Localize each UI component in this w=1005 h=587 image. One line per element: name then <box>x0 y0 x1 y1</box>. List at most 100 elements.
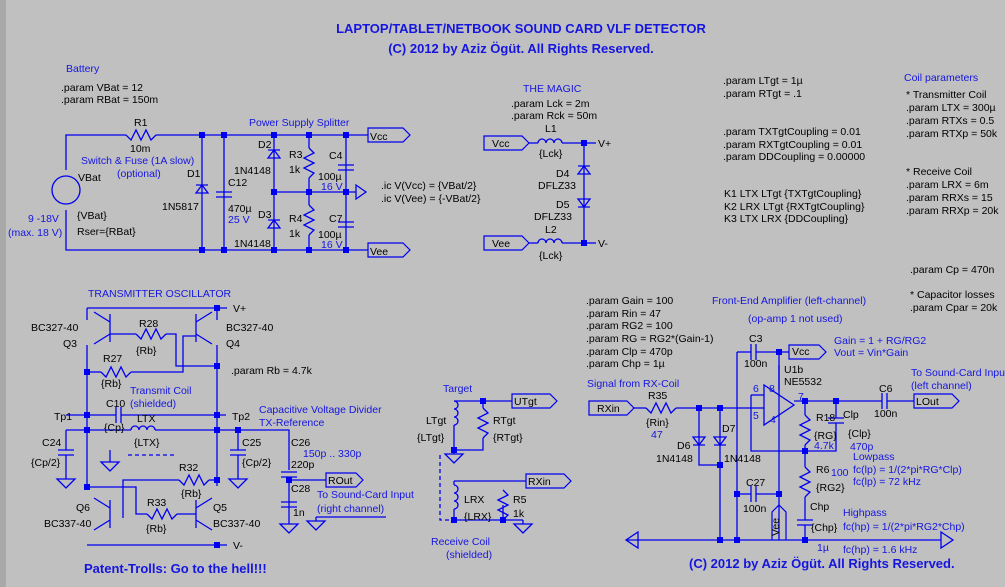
label: C28 <box>291 483 310 495</box>
note: Signal from RX-Coil <box>587 378 679 390</box>
net-flag-icon <box>367 242 411 258</box>
label: RTgt <box>493 415 516 427</box>
wire <box>65 210 368 251</box>
wire <box>155 429 290 470</box>
ground-icon <box>443 450 465 464</box>
value: 1N4148 <box>234 165 271 177</box>
net-flag-icon <box>788 344 827 360</box>
copyright-top: (C) 2012 by Aziz Ögüt. All Rights Reserv… <box>388 41 654 56</box>
ground-icon <box>55 475 77 489</box>
schematic-title: LAPTOP/TABLET/NETBOOK SOUND CARD VLF DET… <box>336 21 706 36</box>
value: {Lck} <box>539 250 563 262</box>
note: (shielded) <box>446 549 492 561</box>
value: 470p <box>850 441 874 453</box>
net-flag-icon <box>771 504 787 540</box>
label: C24 <box>42 437 61 449</box>
wire <box>562 142 585 244</box>
label: Chp <box>810 501 829 513</box>
label: LTgt <box>426 415 446 427</box>
junction-dot <box>717 462 723 468</box>
value: 16 V <box>321 181 343 193</box>
wire <box>131 335 196 373</box>
wire <box>87 486 147 515</box>
net-flag-icon <box>367 127 411 143</box>
param: .param LTX = 300µ <box>906 102 996 114</box>
label: LTX <box>137 413 155 425</box>
diode-symbol <box>266 218 282 229</box>
value: 1N4148 <box>656 453 693 465</box>
diode-symbol <box>576 164 592 175</box>
resistor-symbol <box>798 466 812 498</box>
label: R35 <box>648 390 667 402</box>
param: .param Rin = 47 <box>586 308 661 320</box>
label: Clp <box>843 409 859 421</box>
param: * Capacitor losses <box>910 289 995 301</box>
transistor-symbol <box>93 311 111 345</box>
net-flag-vee: Vee <box>492 238 510 250</box>
resistor-symbol <box>178 473 210 487</box>
label: Q6 <box>76 502 90 514</box>
coil-heading: Coil parameters <box>904 72 978 84</box>
param: .param Rck = 50m <box>511 110 597 122</box>
wire <box>805 423 837 452</box>
note: 9 -18V <box>28 213 59 225</box>
inductor-symbol <box>130 425 156 431</box>
label: C10 <box>106 398 125 410</box>
net-flag-rxin: RXin <box>528 476 551 488</box>
label: R4 <box>289 213 303 225</box>
label: R5 <box>513 494 527 506</box>
net-flag-vcc: Vcc <box>492 138 510 150</box>
magic-heading: THE MAGIC <box>523 83 582 95</box>
value: {Rb} <box>101 378 122 390</box>
label: R3 <box>289 149 303 161</box>
note: (optional) <box>117 168 161 180</box>
param: .param RRXp = 20k <box>906 205 999 217</box>
copyright-bottom: (C) 2012 by Aziz Ögüt. All Rights Reserv… <box>689 556 955 571</box>
resistor-symbol <box>302 204 316 236</box>
param: .param RG = RG2*(Gain-1) <box>586 333 714 345</box>
wire <box>65 134 126 170</box>
param: .param Cp = 470n <box>910 264 995 276</box>
battery-source-icon <box>51 175 81 205</box>
directive: .ic V(Vcc) = {VBat/2} <box>381 180 477 192</box>
junction-dot <box>717 537 723 543</box>
ground-flag-icon <box>355 183 368 201</box>
diode-symbol <box>712 436 728 447</box>
param: .param RTXp = 50k <box>906 128 998 140</box>
param: .param RBat = 150m <box>61 94 158 106</box>
label-c12: C12 <box>228 177 247 189</box>
value: {Cp/2} <box>31 457 61 469</box>
label: R28 <box>139 318 158 330</box>
value: BC327-40 <box>31 322 78 334</box>
capacitor-symbol <box>216 191 232 198</box>
label: C3 <box>749 333 763 345</box>
resistor-symbol <box>496 489 510 521</box>
label: C6 <box>879 383 893 395</box>
label-d1: D1 <box>187 168 201 180</box>
param: .param RG2 = 100 <box>586 320 673 332</box>
net-label: V- <box>233 540 243 552</box>
net-flag-icon <box>588 400 635 416</box>
wire <box>439 455 454 521</box>
label-vbat: VBat <box>78 172 101 184</box>
net-label: V- <box>598 238 608 250</box>
wire <box>122 479 179 518</box>
note: Receive Coil <box>431 536 490 548</box>
param: .param RTXs = 0.5 <box>906 115 994 127</box>
value: BC337-40 <box>44 518 91 530</box>
label: L2 <box>545 224 557 236</box>
wire <box>750 395 805 452</box>
label: C25 <box>242 437 261 449</box>
note: To Sound-Card Input <box>911 367 1005 379</box>
splitter-heading: Power Supply Splitter <box>249 117 350 129</box>
value: 1N4148 <box>234 238 271 250</box>
label: D4 <box>556 168 570 180</box>
pin: 6 <box>753 383 759 395</box>
param: .param LRX = 6m <box>906 179 989 191</box>
note: fc(hp) = 1.6 kHz <box>843 544 917 556</box>
pin: 8 <box>769 383 775 395</box>
value: 100n <box>874 408 898 420</box>
value: {Rin} <box>646 417 669 429</box>
net-flag-icon <box>525 473 572 489</box>
